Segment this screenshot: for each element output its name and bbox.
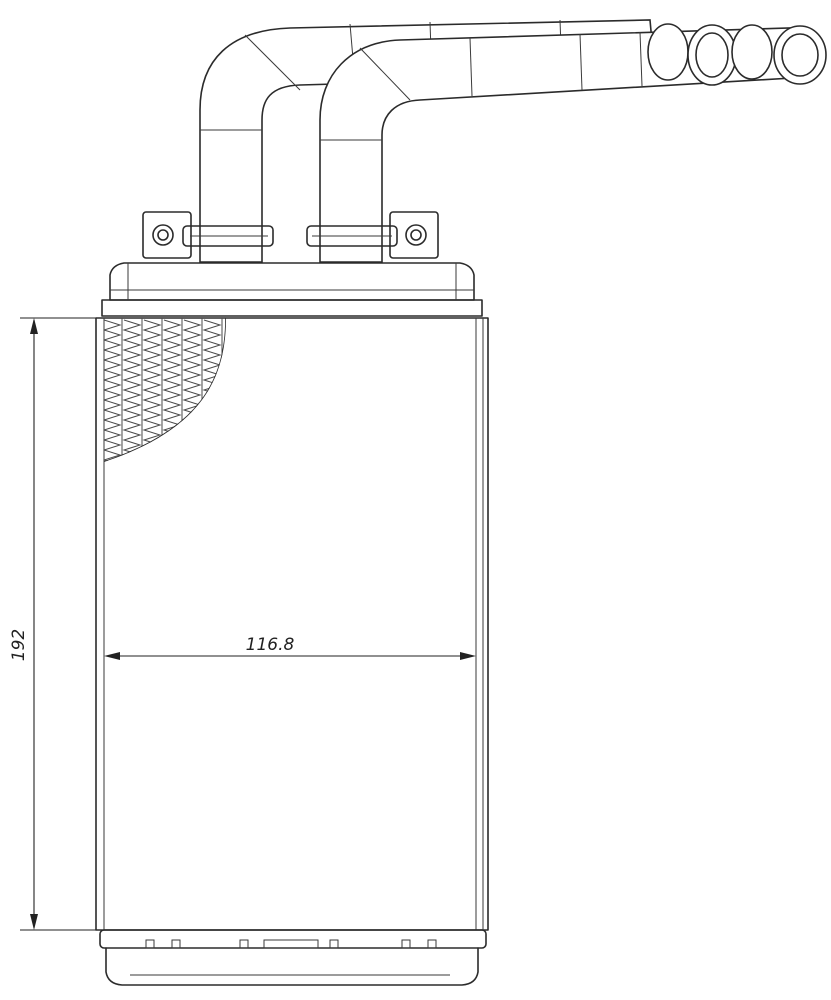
height-dimension-label: 192	[9, 629, 29, 661]
height-dimension: 192	[9, 317, 96, 931]
width-dimension: 116.8	[104, 635, 476, 660]
left-pipe-fitting	[647, 23, 737, 86]
inlet-outlet-pipes	[199, 19, 827, 263]
fin-zigzag	[122, 319, 142, 462]
right-pipe	[319, 27, 793, 263]
right-mounting-bracket	[306, 211, 439, 259]
fin-zigzag	[142, 319, 162, 462]
fin-pattern	[104, 318, 226, 462]
right-pipe-fitting	[731, 24, 827, 85]
fin-zigzag	[104, 319, 122, 462]
left-mounting-bracket	[142, 211, 274, 259]
bottom-tank	[99, 929, 487, 986]
core-body	[95, 317, 489, 931]
fin-zigzag	[162, 319, 182, 462]
width-dimension-label: 116.8	[246, 635, 295, 655]
fin-zigzag	[202, 319, 222, 462]
top-tank	[101, 262, 483, 317]
fin-zigzag	[182, 319, 202, 462]
